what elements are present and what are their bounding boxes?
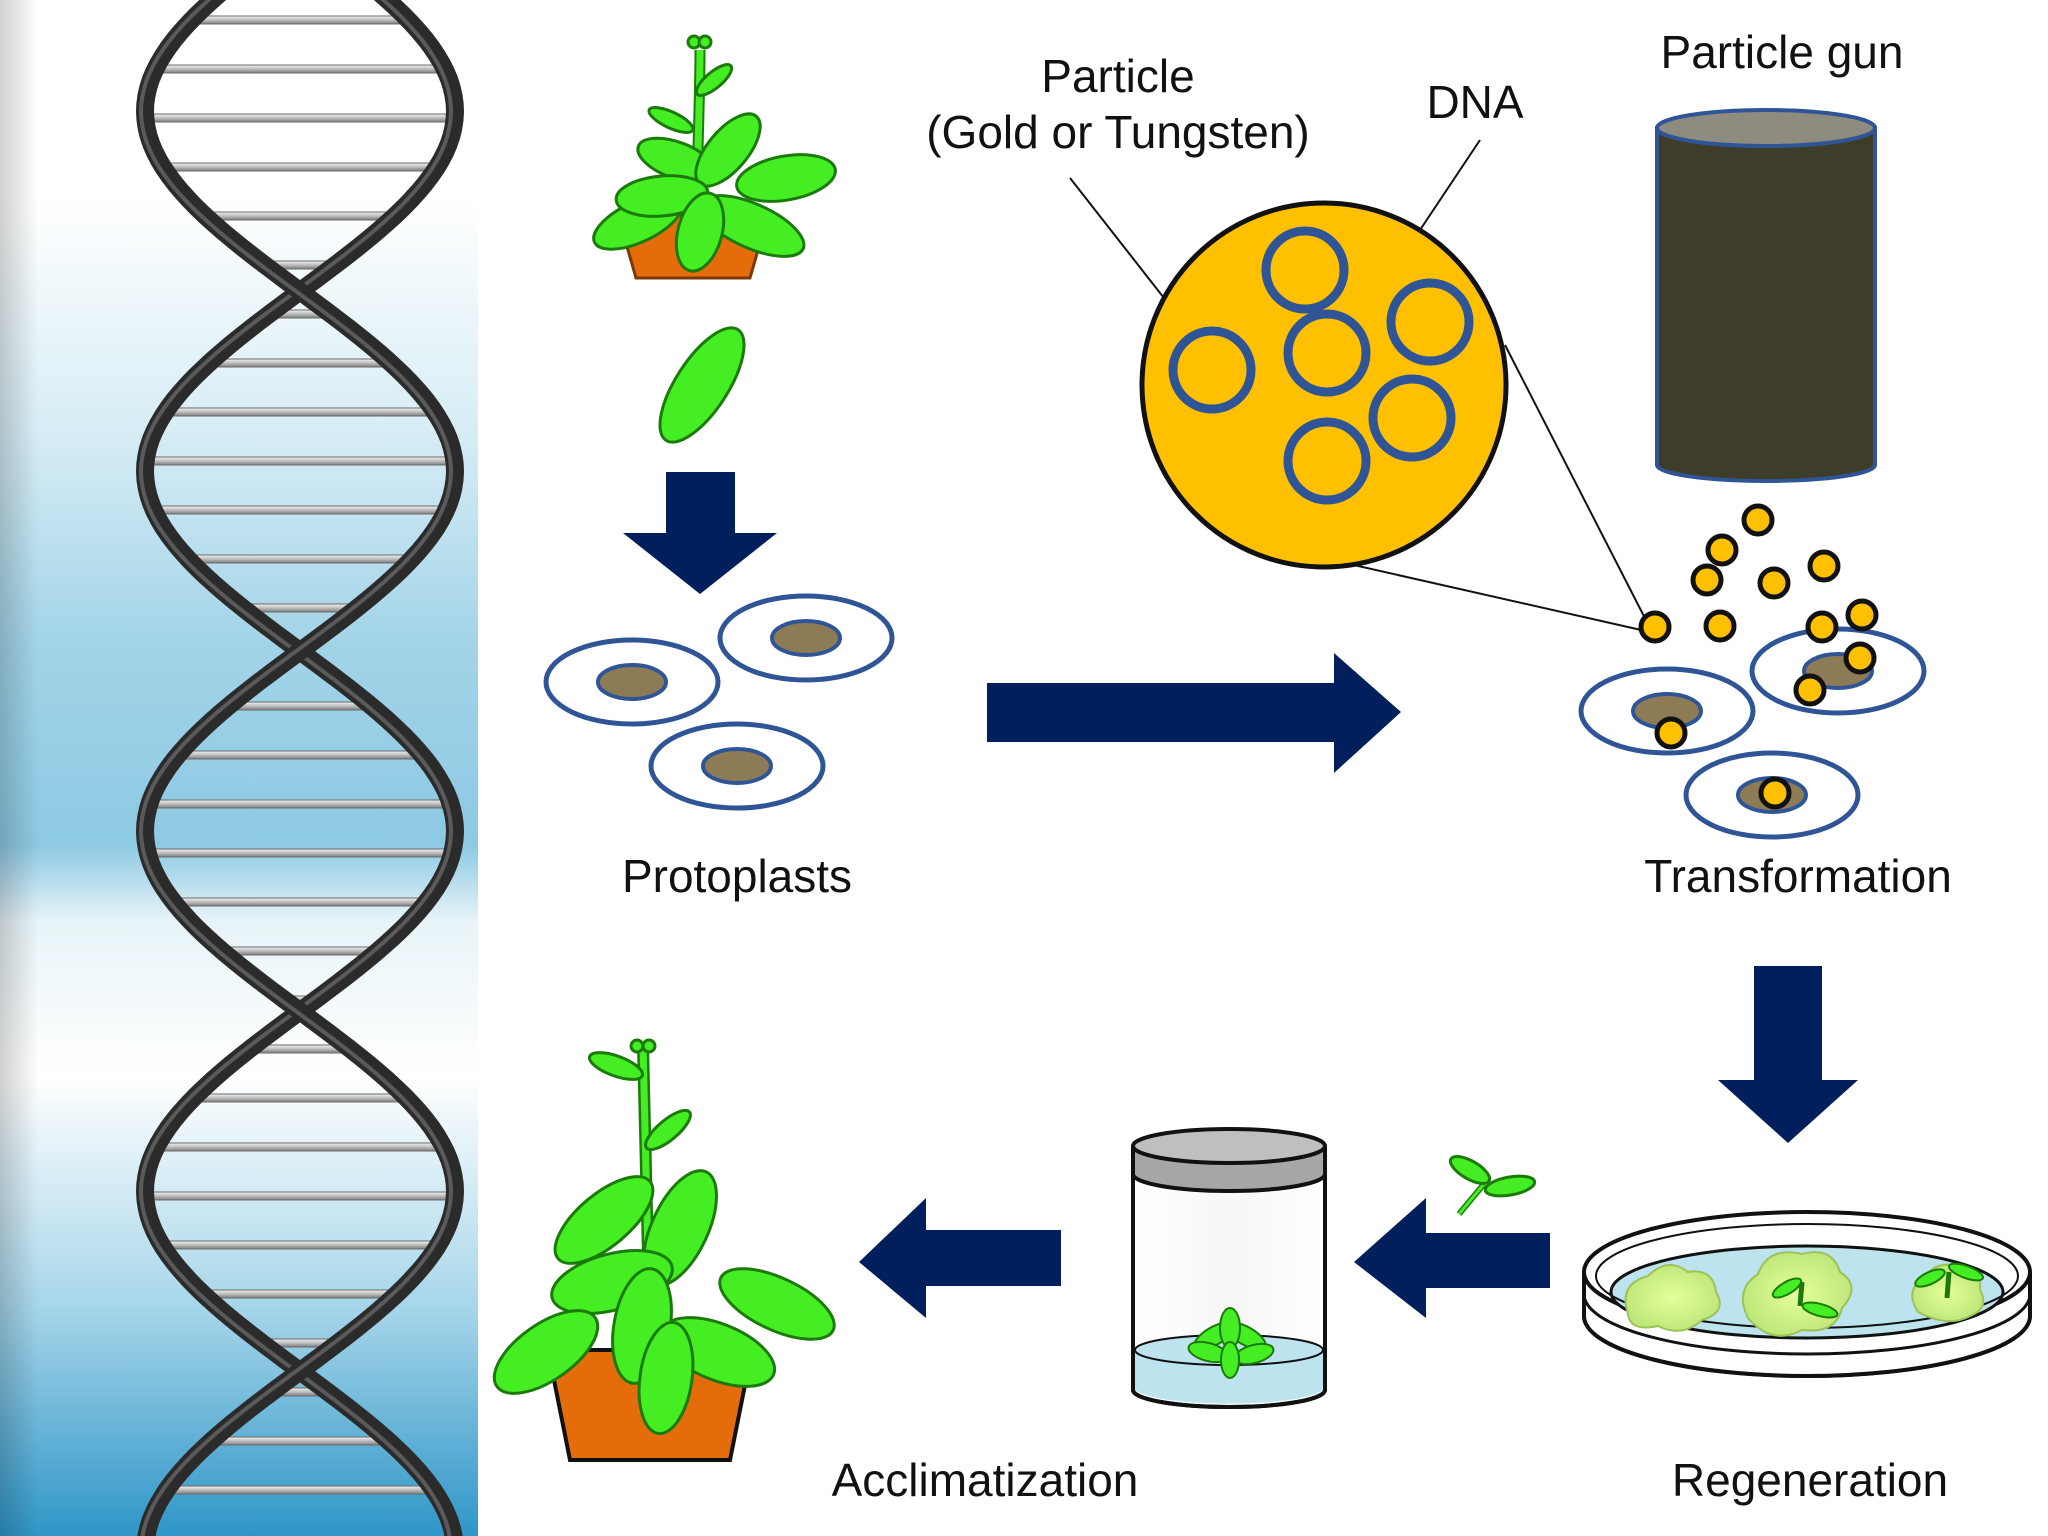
label-dna: DNA — [1426, 76, 1523, 128]
petri-dish-icon — [1582, 1210, 2032, 1378]
potted-plant-icon — [492, 1038, 836, 1462]
helix-rung — [164, 407, 436, 417]
label-protoplasts: Protoplasts — [622, 850, 852, 902]
helix-rung — [228, 701, 372, 711]
right-arrow-to-transformation — [987, 653, 1401, 773]
dna-helix-icon — [135, 0, 465, 1536]
helix-rung — [153, 505, 447, 515]
helix-rung — [154, 64, 446, 74]
protoplast-icon — [1749, 626, 1927, 716]
helix-rung — [187, 554, 413, 564]
leaf-icon — [658, 326, 746, 444]
label-transformation: Transformation — [1644, 850, 1952, 902]
label-particle-material: (Gold or Tungsten) — [926, 106, 1310, 158]
helix-rung — [221, 946, 379, 956]
helix-strand-b-highlight — [138, 0, 454, 1536]
helix-rung — [147, 848, 453, 858]
label-particle: Particle — [1041, 50, 1194, 102]
helix-strand-a — [135, 0, 465, 1536]
down-arrow-to-protoplasts — [623, 472, 777, 594]
particle-callout — [1069, 139, 1651, 633]
culture-jar-icon — [1131, 1127, 1327, 1409]
left-arrow-to-culture-jar — [1354, 1198, 1550, 1318]
potted-plant-icon — [592, 34, 837, 280]
label-regeneration: Regeneration — [1672, 1454, 1948, 1506]
helix-rung — [208, 358, 392, 368]
protoplast-icon — [648, 721, 826, 811]
label-acclimatization: Acclimatization — [832, 1454, 1139, 1506]
seedling-icon — [1771, 1277, 1839, 1319]
protoplast-icon — [1578, 666, 1756, 756]
gold-particle-magnified — [1139, 200, 1509, 570]
helix-rung — [162, 162, 438, 172]
protoplast-icon — [717, 593, 895, 683]
seedling-icon — [1448, 1155, 1537, 1216]
helix-rung — [193, 1093, 407, 1103]
down-arrow-to-regeneration — [1718, 966, 1858, 1143]
helix-rung — [166, 1485, 434, 1495]
helix-rung — [144, 113, 456, 123]
protoplast-icon — [543, 637, 721, 727]
left-arrow-to-acclimatization — [859, 1198, 1061, 1318]
helix-rung — [191, 15, 409, 25]
transformation-group — [1578, 503, 1927, 840]
jar-plantlet — [1187, 1307, 1275, 1379]
helix-rung — [148, 799, 452, 809]
dna-coated-rings — [1168, 226, 1474, 505]
decorative-side-panel — [0, 0, 478, 1536]
particle-gun-icon — [1655, 108, 1877, 483]
helix-rung — [202, 1289, 398, 1299]
helix-rung — [204, 211, 396, 221]
protoplasts-group — [543, 593, 895, 811]
helix-rung — [145, 456, 455, 466]
helix-rung — [210, 1436, 390, 1446]
helix-rung — [173, 897, 427, 907]
gold-particles — [1638, 503, 1879, 810]
helix-strand-a-highlight — [138, 0, 454, 1536]
helix-rung — [144, 1191, 456, 1201]
helix-rung — [177, 750, 423, 760]
helix-rung — [161, 1240, 439, 1250]
helix-strand-b — [135, 0, 465, 1536]
helix-rung — [155, 1142, 445, 1152]
label-particle-gun: Particle gun — [1661, 26, 1904, 78]
seedling-icon — [1914, 1262, 1985, 1299]
